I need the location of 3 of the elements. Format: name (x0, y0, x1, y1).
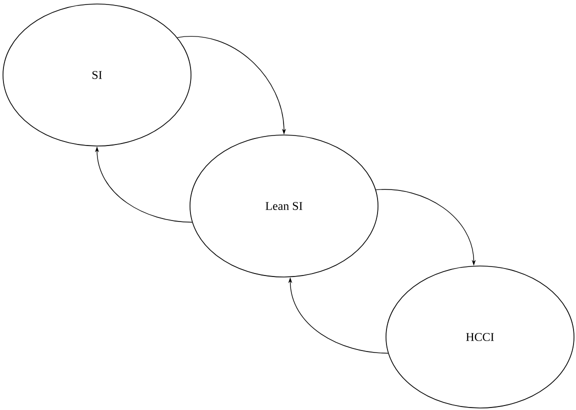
ellipse-node: Lean SI (190, 134, 378, 278)
ellipse-node: HCCI (386, 266, 574, 408)
ellipse-node: SI (2, 4, 192, 146)
